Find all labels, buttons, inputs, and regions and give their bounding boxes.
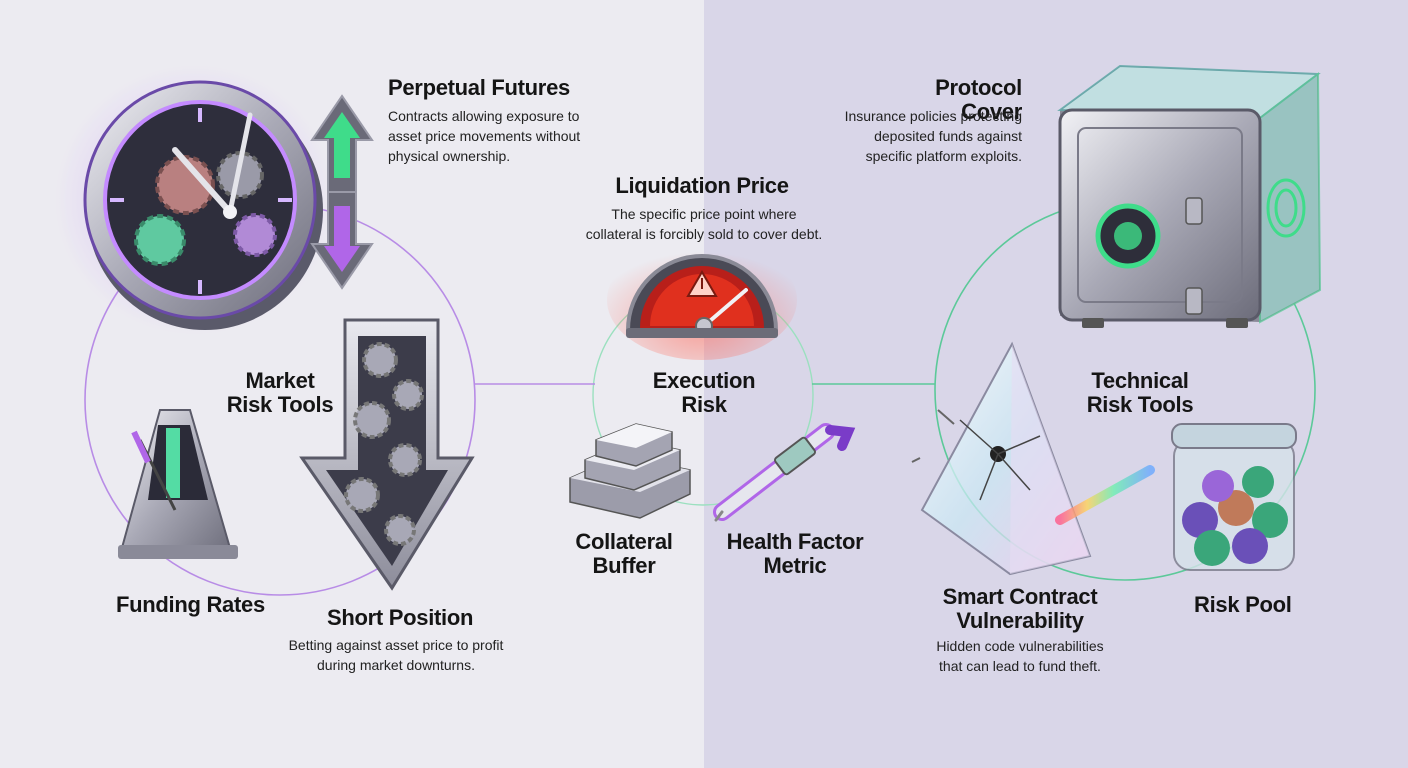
thermometer-icon <box>713 423 856 522</box>
hub-line: Risk Tools <box>226 392 334 417</box>
desc-line: specific platform exploits. <box>865 148 1022 164</box>
market-risk-tools-hub: Market Risk Tools <box>200 369 360 417</box>
label-line: Collateral <box>575 529 673 554</box>
risk-pool-title: Risk Pool <box>1194 592 1292 617</box>
desc-line: deposited funds against <box>874 128 1022 144</box>
coin-jar-icon <box>1171 423 1297 571</box>
gold-bars-icon <box>569 423 691 519</box>
desc-line: Insurance policies protecting <box>844 108 1022 124</box>
perpetual-futures-description: Contracts allowing exposure to asset pri… <box>388 106 618 166</box>
liquidation-price-description: The specific price point where collatera… <box>572 204 836 244</box>
vault-fingerprint-icon <box>1057 64 1322 328</box>
desc-line: Hidden code vulnerabilities <box>936 638 1104 654</box>
protocol-cover-description: Insurance policies protecting deposited … <box>800 106 1022 166</box>
hub-line: Market <box>245 368 315 393</box>
technical-risk-tools-hub: Technical Risk Tools <box>1060 369 1220 417</box>
hub-line: Execution <box>652 368 756 393</box>
label-line: Metric <box>763 553 827 578</box>
smart-contract-vulnerability-description: Hidden code vulnerabilities that can lea… <box>910 636 1130 676</box>
desc-line: Betting against asset price to profit <box>288 637 504 653</box>
label-line: Health Factor <box>726 529 864 554</box>
desc-line: that can lead to fund theft. <box>939 658 1101 674</box>
execution-risk-hub: Execution Risk <box>624 369 784 417</box>
desc-line: asset price movements without <box>388 128 581 144</box>
short-position-title: Short Position <box>327 605 474 630</box>
desc-line: The specific price point where <box>611 206 797 222</box>
metronome-icon <box>118 409 238 559</box>
hub-line: Technical <box>1091 368 1189 393</box>
hub-line: Risk Tools <box>1086 392 1194 417</box>
perpetual-futures-title: Perpetual Futures <box>388 75 570 100</box>
hub-line: Risk <box>681 392 727 417</box>
label-line: Smart Contract <box>942 584 1098 609</box>
protocol-cover-title: Protocol Cover <box>935 75 1022 124</box>
desc-line: Contracts allowing exposure to <box>388 108 580 124</box>
clock-gears-arrows-icon <box>55 65 374 335</box>
cracked-prism-icon <box>911 341 1155 576</box>
smart-contract-vulnerability-title: Smart Contract Vulnerability <box>926 585 1114 633</box>
desc-line: collateral is forcibly sold to cover deb… <box>585 226 823 242</box>
label-line: Vulnerability <box>956 608 1084 633</box>
funding-rates-title: Funding Rates <box>116 592 265 617</box>
collateral-buffer-title: Collateral Buffer <box>560 530 688 578</box>
label-line: Buffer <box>592 553 656 578</box>
liquidation-price-title: Liquidation Price <box>615 173 789 198</box>
gauge-warning-icon <box>607 240 797 360</box>
health-factor-metric-title: Health Factor Metric <box>720 530 870 578</box>
down-arrow-gears-icon <box>299 318 475 591</box>
short-position-description: Betting against asset price to profit du… <box>276 635 516 675</box>
desc-line: during market downturns. <box>317 657 475 673</box>
desc-line: physical ownership. <box>388 148 511 164</box>
